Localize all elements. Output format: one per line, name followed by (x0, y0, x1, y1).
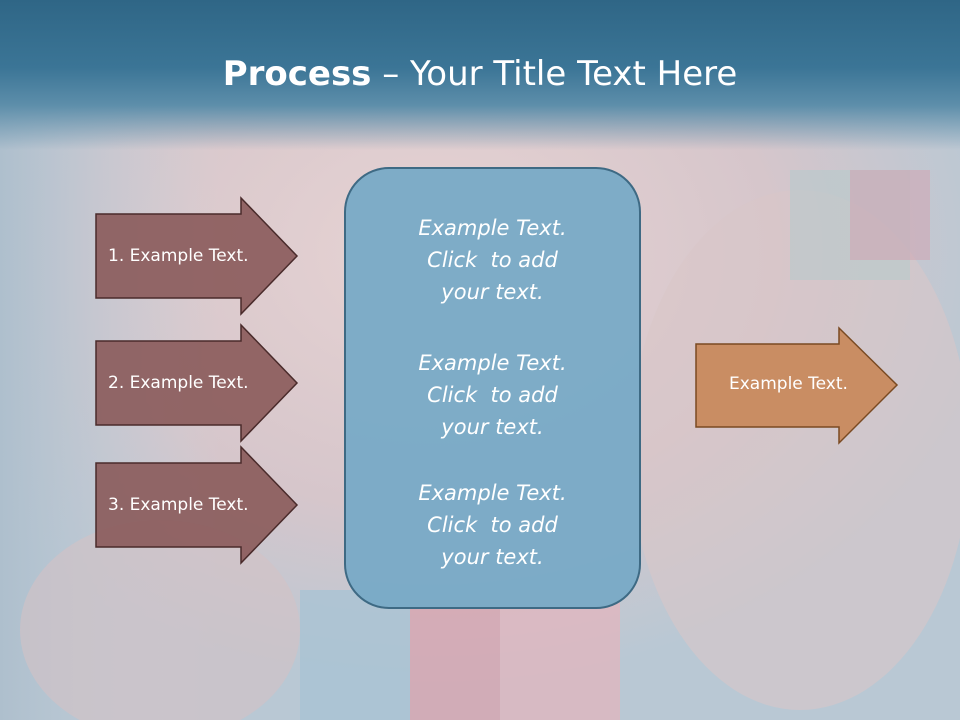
left-arrow-2-label: 2. Example Text. (108, 373, 249, 393)
right-arrow-label: Example Text. (729, 374, 848, 394)
center-text-line: Example Text. (418, 351, 567, 375)
center-text-line: your text. (441, 415, 544, 439)
center-text-line: your text. (441, 280, 544, 304)
title-bar (0, 0, 960, 150)
center-text-line: Click to add (427, 513, 558, 537)
center-box[interactable] (344, 167, 641, 609)
right-arrow[interactable] (695, 326, 899, 445)
title-bold: Process (222, 54, 372, 94)
center-text-line: Click to add (427, 248, 558, 272)
center-text-line: your text. (441, 545, 544, 569)
slide-title[interactable]: Process – Your Title Text Here (0, 52, 960, 96)
center-text-block-3: Example Text. Click to add your text. (345, 477, 640, 573)
left-arrow-1-label: 1. Example Text. (108, 246, 249, 266)
center-text-line: Example Text. (418, 216, 567, 240)
left-arrow-1[interactable] (95, 196, 299, 316)
center-text-block-1: Example Text. Click to add your text. (345, 212, 640, 308)
center-text-block-2: Example Text. Click to add your text. (345, 347, 640, 443)
left-arrow-3-label: 3. Example Text. (108, 495, 249, 515)
center-text-line: Click to add (427, 383, 558, 407)
title-rest: – Your Title Text Here (371, 54, 738, 94)
left-arrow-3[interactable] (95, 445, 299, 565)
center-text-line: Example Text. (418, 481, 567, 505)
left-arrow-2[interactable] (95, 323, 299, 443)
